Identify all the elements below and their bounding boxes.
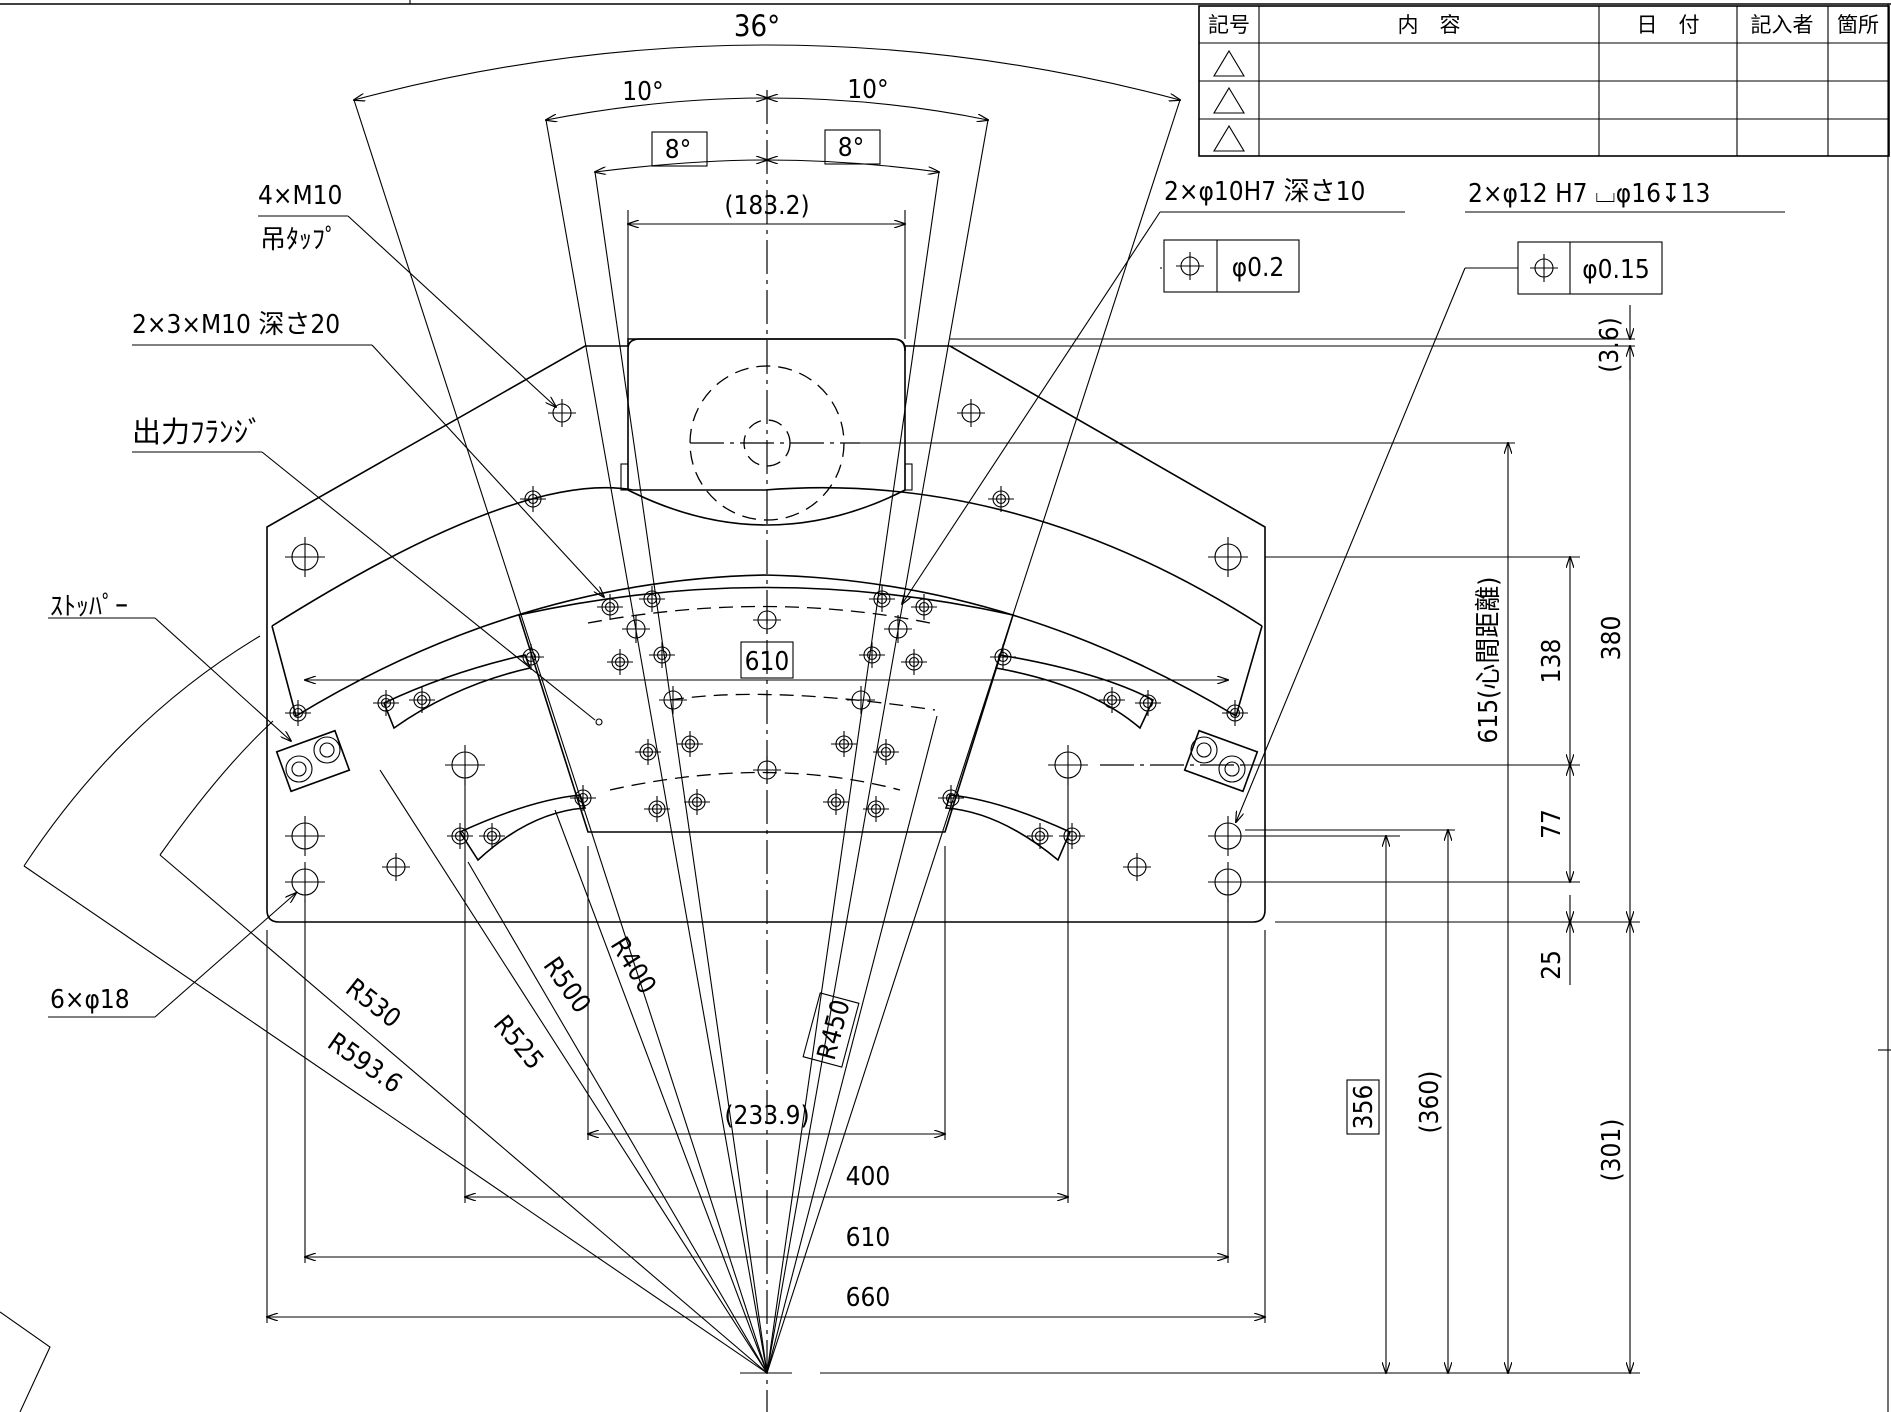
gap-dimension: (3.6) — [1595, 317, 1625, 372]
height-356-dimension: 356 — [1349, 1085, 1379, 1130]
height-301-dimension: (301) — [1597, 1119, 1627, 1182]
output-flange — [517, 586, 1015, 833]
stopper-label: ｽﾄｯﾊﾟｰ — [50, 592, 128, 622]
basic-box — [1346, 1079, 1380, 1135]
output-flange-label: 出力ﾌﾗﾝｼﾞ — [132, 415, 263, 449]
base-plate — [266, 338, 1266, 923]
stopper-slots — [382, 654, 1155, 862]
revision-table: 記号 内 容 日 付 記入者 箇所 — [1198, 5, 1890, 157]
leader-lines — [48, 211, 1785, 1018]
radius-593-label: R593.6 — [322, 1027, 407, 1099]
top-chord-dimension: (183.2) — [724, 191, 809, 221]
radius-530-label: R530 — [340, 973, 406, 1034]
frame-610-dimension: 610 — [745, 647, 790, 677]
height-138-dimension: 138 — [1537, 639, 1567, 684]
stopper-blocks — [275, 729, 1259, 793]
tolerance-frame-a: φ0.2 — [1163, 239, 1300, 293]
revision-header-date: 日 付 — [1637, 13, 1700, 37]
basic-box — [740, 641, 794, 679]
radial-lines — [0, 99, 1181, 1412]
revision-header-symbol: 記号 — [1208, 13, 1250, 37]
basic-box — [651, 131, 708, 167]
basic-box — [802, 992, 860, 1068]
threaded-holes-callout: 2×3×M10 深さ20 — [132, 310, 340, 340]
height-25-dimension: 25 — [1537, 950, 1567, 980]
lift-tap-callout: 4×M10 — [258, 181, 342, 211]
holes — [284, 398, 1249, 903]
radius-500-label: R500 — [537, 952, 597, 1019]
revision-triangle-icon — [1213, 50, 1245, 77]
angle-total-label: 36° — [734, 9, 780, 43]
width-400-dimension: 400 — [846, 1162, 891, 1192]
bottom-chord-dimension: (233.9) — [724, 1101, 809, 1131]
center-distance-dimension: 615(心間距離) — [1474, 577, 1504, 744]
revision-header-author: 記入者 — [1751, 13, 1814, 37]
through-holes-callout: 6×φ18 — [50, 985, 130, 1015]
height-380-dimension: 380 — [1597, 616, 1627, 661]
pin-holes-callout: 2×φ10H7 深さ10 — [1164, 177, 1365, 207]
tolerance-value-b: φ0.15 — [1582, 255, 1650, 285]
dimension-lines — [267, 210, 1640, 1373]
revision-header-location: 箇所 — [1837, 13, 1879, 37]
tolerance-frame-b: φ0.15 — [1517, 241, 1663, 295]
revision-triangle-icon — [1213, 125, 1245, 152]
width-660-dimension: 660 — [846, 1283, 891, 1313]
width-610-dimension: 610 — [846, 1223, 891, 1253]
radius-400-label: R400 — [604, 932, 662, 1000]
angle-right-basic-label: 8° — [838, 133, 865, 163]
angle-left-basic-label: 8° — [665, 135, 692, 165]
angle-arcs — [354, 44, 1180, 172]
center-lines — [690, 90, 1245, 1412]
tolerance-value-a: φ0.2 — [1232, 253, 1285, 283]
height-360-dimension: (360) — [1415, 1071, 1445, 1134]
lift-tap-callout-note: 吊ﾀｯﾌﾟ — [260, 225, 338, 255]
angle-right-label: 10° — [847, 75, 888, 105]
angle-left-label: 10° — [622, 77, 663, 107]
revision-header-content: 内 容 — [1398, 13, 1461, 37]
cbore-holes-callout: 2×φ12 H7 ⌴φ16↧13 — [1468, 179, 1710, 209]
height-77-dimension: 77 — [1537, 809, 1567, 839]
basic-box — [824, 129, 881, 165]
revision-triangle-icon — [1213, 87, 1245, 114]
